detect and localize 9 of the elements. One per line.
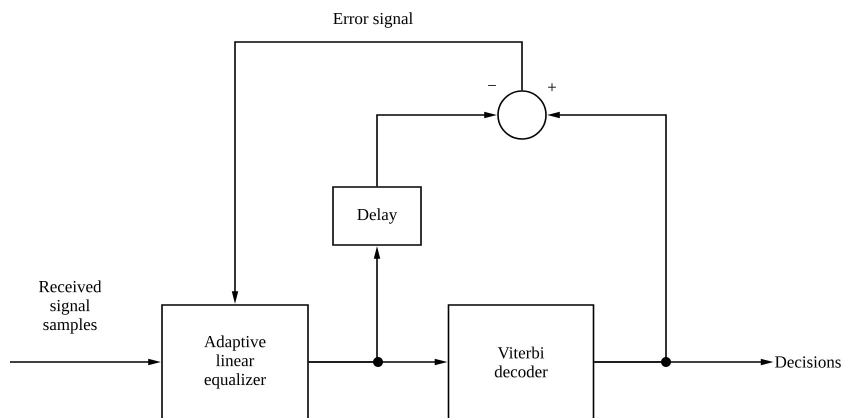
input-label: Received signal samples bbox=[38, 280, 102, 334]
sign-label: − bbox=[488, 84, 496, 86]
process-box: Viterbi decoder bbox=[448, 304, 594, 418]
process-box: Delay bbox=[332, 186, 422, 246]
sign-label: + bbox=[548, 83, 556, 92]
process-box: Adaptive linear equalizer bbox=[161, 304, 309, 418]
edge-label: Error signal bbox=[332, 11, 414, 29]
summing-junction bbox=[497, 90, 547, 140]
output-label: Decisions bbox=[775, 356, 841, 368]
